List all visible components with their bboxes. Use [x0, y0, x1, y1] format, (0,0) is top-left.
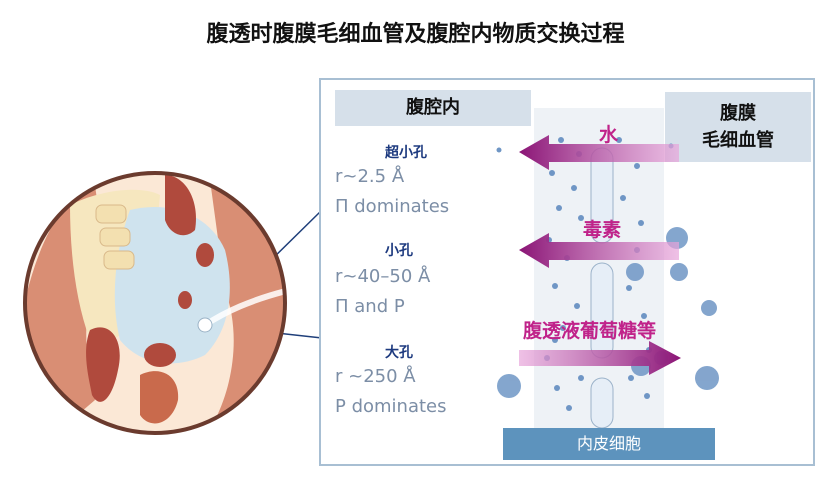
arrow-toxins: [519, 233, 679, 268]
endothelial-segment: [590, 262, 614, 359]
arrow-water: [519, 135, 679, 170]
peritoneal-cavity-header: 腹腔内: [335, 90, 531, 126]
capillary-header-line2: 毛细血管: [702, 130, 774, 151]
pore-ultrasmall-radius: r~2.5 Å: [335, 166, 405, 187]
endothelial-segment: [590, 377, 614, 429]
membrane-diagram: [496, 108, 719, 429]
endothelial-cell-label: 内皮细胞: [503, 428, 715, 460]
arrow-glucose-label: 腹透液葡萄糖等: [523, 320, 657, 342]
page-title: 腹透时腹膜毛细血管及腹腔内物质交换过程: [206, 22, 625, 47]
capillary-header: 腹膜 毛细血管: [665, 92, 811, 162]
pore-large-radius: r ~250 Å: [335, 366, 416, 387]
pore-small-note: Π and P: [335, 296, 405, 317]
pore-small-radius: r~40–50 Å: [335, 266, 431, 287]
arrow-water-label: 水: [599, 124, 619, 146]
pore-small-title: 小孔: [385, 243, 413, 259]
arrow-toxins-label: 毒素: [583, 219, 622, 241]
exchange-panel: 腹腔内 腹膜 毛细血管 超小孔 r~2.5 Å Π dominates 小孔 r…: [319, 78, 815, 466]
capillary-header-line1: 腹膜: [720, 103, 756, 124]
arrow-glucose: [519, 341, 681, 375]
pore-large-title: 大孔: [385, 345, 413, 361]
pore-ultrasmall-title: 超小孔: [385, 145, 427, 161]
pore-large-note: P dominates: [335, 396, 447, 417]
pore-ultrasmall-note: Π dominates: [335, 196, 450, 217]
